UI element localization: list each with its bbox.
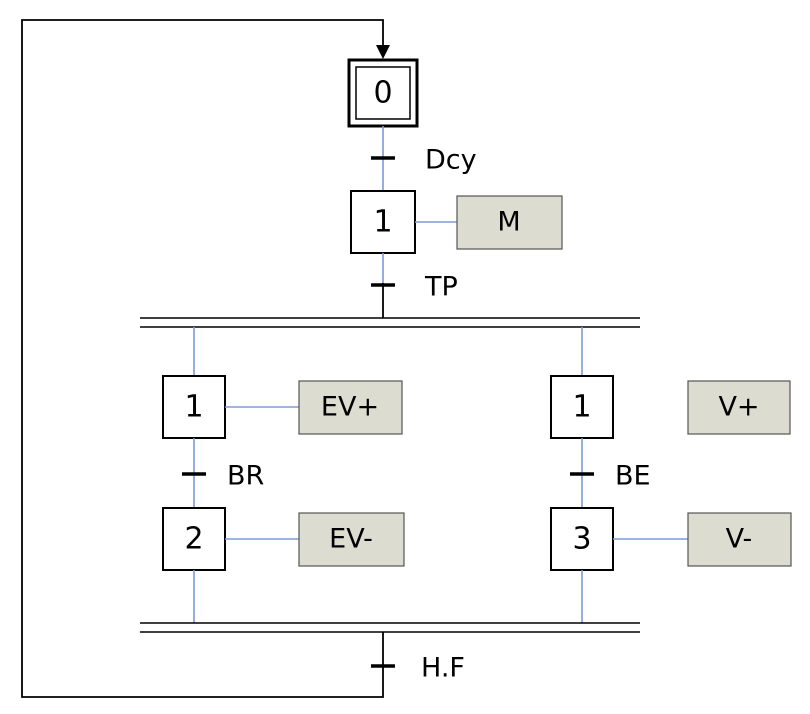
transition-br-label: BR (227, 461, 264, 492)
action-ev-plus: EV+ (298, 380, 403, 435)
transition-hf-label: H.F (421, 653, 465, 684)
action-label: M (497, 207, 520, 238)
step-1-main[interactable]: 1 (350, 190, 416, 254)
step-label: 1 (373, 205, 392, 240)
transition-be-label: BE (615, 461, 651, 492)
action-label: V- (726, 524, 753, 555)
step-right-3[interactable]: 3 (550, 507, 614, 571)
step-left-2[interactable]: 2 (162, 507, 226, 571)
step-left-1[interactable]: 1 (162, 375, 226, 439)
step-label: 3 (572, 522, 591, 557)
step-label: 0 (373, 76, 392, 111)
action-label: EV- (329, 524, 373, 555)
action-label: V+ (718, 392, 759, 423)
step-label: 1 (572, 390, 591, 425)
action-label: EV+ (321, 392, 379, 423)
step-label: 1 (184, 390, 203, 425)
loop-back-line (21, 19, 384, 698)
loop-back-arrow (376, 45, 390, 59)
action-v-plus: V+ (687, 380, 791, 435)
step-label: 2 (184, 522, 203, 557)
step-right-1[interactable]: 1 (550, 375, 614, 439)
step-0-initial[interactable]: 0 (347, 58, 419, 128)
action-m: M (456, 195, 563, 250)
transition-tp-label: TP (424, 272, 458, 303)
action-ev-minus: EV- (298, 512, 405, 567)
transition-dcy-label: Dcy (425, 145, 477, 176)
action-v-minus: V- (687, 512, 792, 567)
